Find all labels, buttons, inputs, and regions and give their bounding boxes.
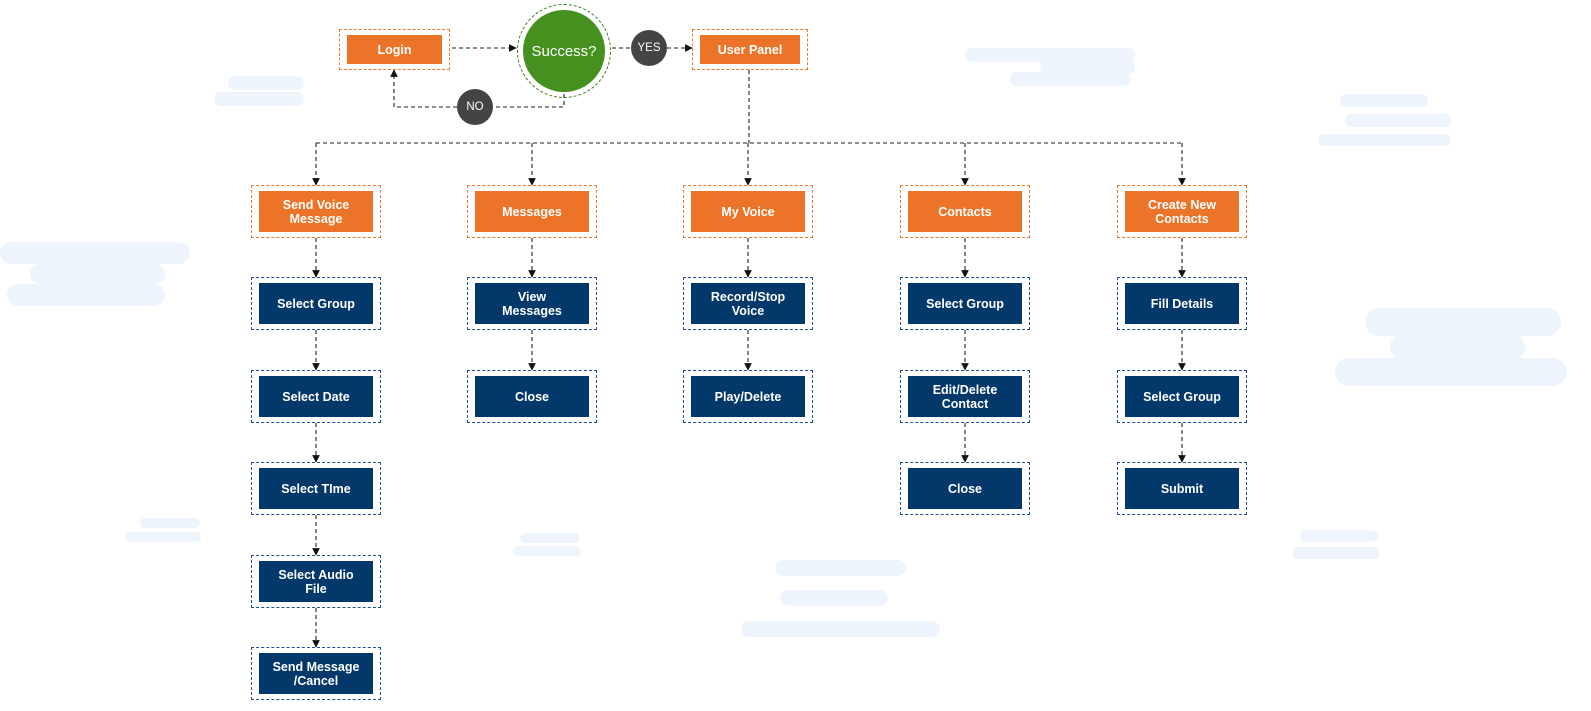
column-header-box: Create New Contacts [1117,185,1247,238]
yes-badge: YES [631,30,667,66]
cloud-decoration [30,264,165,284]
success-label: Success? [523,10,605,92]
cloud-decoration [7,284,165,306]
login-label: Login [347,35,442,64]
step-box: Select Date [251,370,381,423]
cloud-decoration [1318,134,1451,146]
step-box: Edit/Delete Contact [900,370,1030,423]
user-panel-label: User Panel [700,35,800,64]
column-header-box: Send Voice Message [251,185,381,238]
column-header-label: My Voice [691,191,805,232]
column-header-label: Contacts [908,191,1022,232]
step-label: Select Date [259,376,373,417]
step-box: Close [467,370,597,423]
step-label: Send Message /Cancel [259,653,373,694]
success-decision: Success? [517,4,611,98]
step-box: Select Group [900,277,1030,330]
cloud-decoration [1390,334,1525,360]
step-box: Select Group [1117,370,1247,423]
step-box: Play/Delete [683,370,813,423]
cloud-decoration [1335,358,1567,386]
step-box: Fill Details [1117,277,1247,330]
cloud-decoration [513,546,581,556]
cloud-decoration [214,92,304,106]
step-label: Fill Details [1125,283,1239,324]
step-label: Select Audio File [259,561,373,602]
cloud-decoration [140,518,200,528]
column-header-box: Messages [467,185,597,238]
cloud-decoration [1340,94,1428,107]
step-label: Select Group [1125,376,1239,417]
cloud-decoration [741,621,940,637]
column-header-label: Messages [475,191,589,232]
cloud-decoration [780,590,888,606]
step-box: Send Message /Cancel [251,647,381,700]
cloud-decoration [1300,530,1378,542]
step-label: Edit/Delete Contact [908,376,1022,417]
step-label: Select TIme [259,468,373,509]
step-label: Submit [1125,468,1239,509]
step-box: View Messages [467,277,597,330]
cloud-decoration [965,48,1135,62]
cloud-decoration [125,532,201,542]
step-label: View Messages [475,283,589,324]
cloud-decoration [1292,547,1380,559]
cloud-decoration [1010,72,1130,86]
cloud-decoration [1365,308,1561,336]
step-box: Close [900,462,1030,515]
cloud-decoration [1345,114,1451,127]
column-header-box: Contacts [900,185,1030,238]
step-box: Record/Stop Voice [683,277,813,330]
step-box: Select Audio File [251,555,381,608]
cloud-decoration [228,76,304,90]
step-box: Submit [1117,462,1247,515]
login-box: Login [339,29,450,70]
step-box: Select TIme [251,462,381,515]
cloud-decoration [1040,60,1135,74]
step-label: Select Group [908,283,1022,324]
column-header-label: Create New Contacts [1125,191,1239,232]
cloud-decoration [520,533,580,543]
user-panel-box: User Panel [692,29,808,70]
cloud-decoration [0,242,190,264]
step-label: Play/Delete [691,376,805,417]
step-label: Close [475,376,589,417]
column-header-label: Send Voice Message [259,191,373,232]
step-label: Close [908,468,1022,509]
step-label: Record/Stop Voice [691,283,805,324]
cloud-decoration [775,560,906,576]
column-header-box: My Voice [683,185,813,238]
no-badge: NO [457,89,493,125]
no-to-login-arrow [390,69,457,108]
step-label: Select Group [259,283,373,324]
step-box: Select Group [251,277,381,330]
